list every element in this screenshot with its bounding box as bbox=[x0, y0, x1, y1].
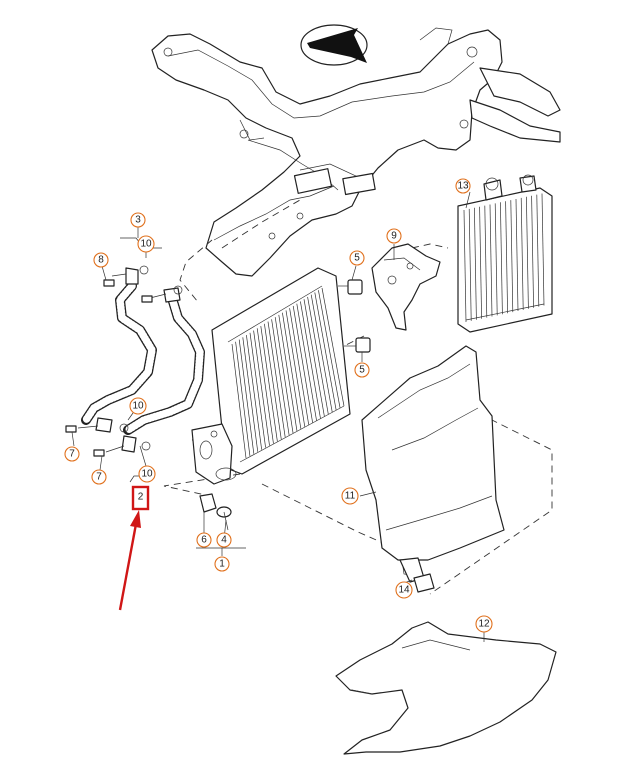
callout-7a[interactable]: 7 bbox=[64, 446, 80, 462]
svg-text:11: 11 bbox=[345, 491, 356, 502]
svg-text:1: 1 bbox=[219, 559, 225, 570]
svg-text:3: 3 bbox=[135, 215, 141, 226]
svg-text:8: 8 bbox=[98, 255, 104, 266]
callout-5b[interactable]: 5 bbox=[354, 362, 370, 378]
lower-mount-parts bbox=[199, 493, 435, 593]
svg-text:5: 5 bbox=[359, 365, 365, 376]
svg-text:9: 9 bbox=[391, 231, 397, 242]
callout-5a[interactable]: 5 bbox=[349, 250, 365, 266]
air-duct bbox=[361, 345, 505, 583]
svg-text:10: 10 bbox=[140, 239, 152, 250]
mounting-bracket bbox=[371, 243, 441, 331]
callout-10b[interactable]: 10 bbox=[129, 397, 147, 415]
underbody-panel bbox=[335, 621, 557, 755]
svg-text:4: 4 bbox=[221, 535, 227, 546]
rubber-mounts bbox=[338, 279, 371, 353]
callout-2[interactable]: 2 bbox=[131, 485, 150, 511]
callout-9[interactable]: 9 bbox=[386, 228, 402, 244]
callout-11[interactable]: 12 bbox=[475, 615, 493, 633]
callout-10c[interactable]: 10 bbox=[138, 465, 156, 483]
svg-text:7: 7 bbox=[69, 449, 75, 460]
callout-labels: 13 3 10 8 9 5 5 10 7 10 7 2 11 6 4 1 14 … bbox=[64, 178, 493, 633]
callout-3[interactable]: 3 bbox=[130, 212, 146, 228]
compass-arrow-icon bbox=[300, 24, 368, 66]
callout-8[interactable]: 8 bbox=[93, 252, 109, 268]
svg-text:2: 2 bbox=[138, 492, 144, 503]
callout-1[interactable]: 1 bbox=[214, 556, 230, 572]
svg-text:10: 10 bbox=[132, 401, 144, 412]
callout-12[interactable]: 13 bbox=[455, 178, 471, 194]
callout-13[interactable]: 11 bbox=[341, 487, 359, 505]
auxiliary-radiator bbox=[457, 174, 553, 333]
callout-10a[interactable]: 10 bbox=[137, 235, 155, 253]
red-pointer-arrow bbox=[118, 510, 141, 611]
svg-text:5: 5 bbox=[354, 253, 360, 264]
callout-4[interactable]: 4 bbox=[216, 532, 232, 548]
svg-text:12: 12 bbox=[478, 619, 490, 630]
svg-text:14: 14 bbox=[398, 585, 410, 596]
main-radiator bbox=[191, 267, 351, 485]
coolant-hoses bbox=[65, 265, 205, 457]
callout-14[interactable]: 14 bbox=[395, 581, 413, 599]
svg-text:7: 7 bbox=[96, 472, 102, 483]
callout-7b[interactable]: 7 bbox=[91, 469, 107, 485]
callout-6[interactable]: 6 bbox=[196, 532, 212, 548]
subframe bbox=[151, 27, 561, 277]
svg-text:13: 13 bbox=[457, 181, 469, 192]
svg-text:10: 10 bbox=[141, 469, 153, 480]
svg-text:6: 6 bbox=[201, 535, 207, 546]
